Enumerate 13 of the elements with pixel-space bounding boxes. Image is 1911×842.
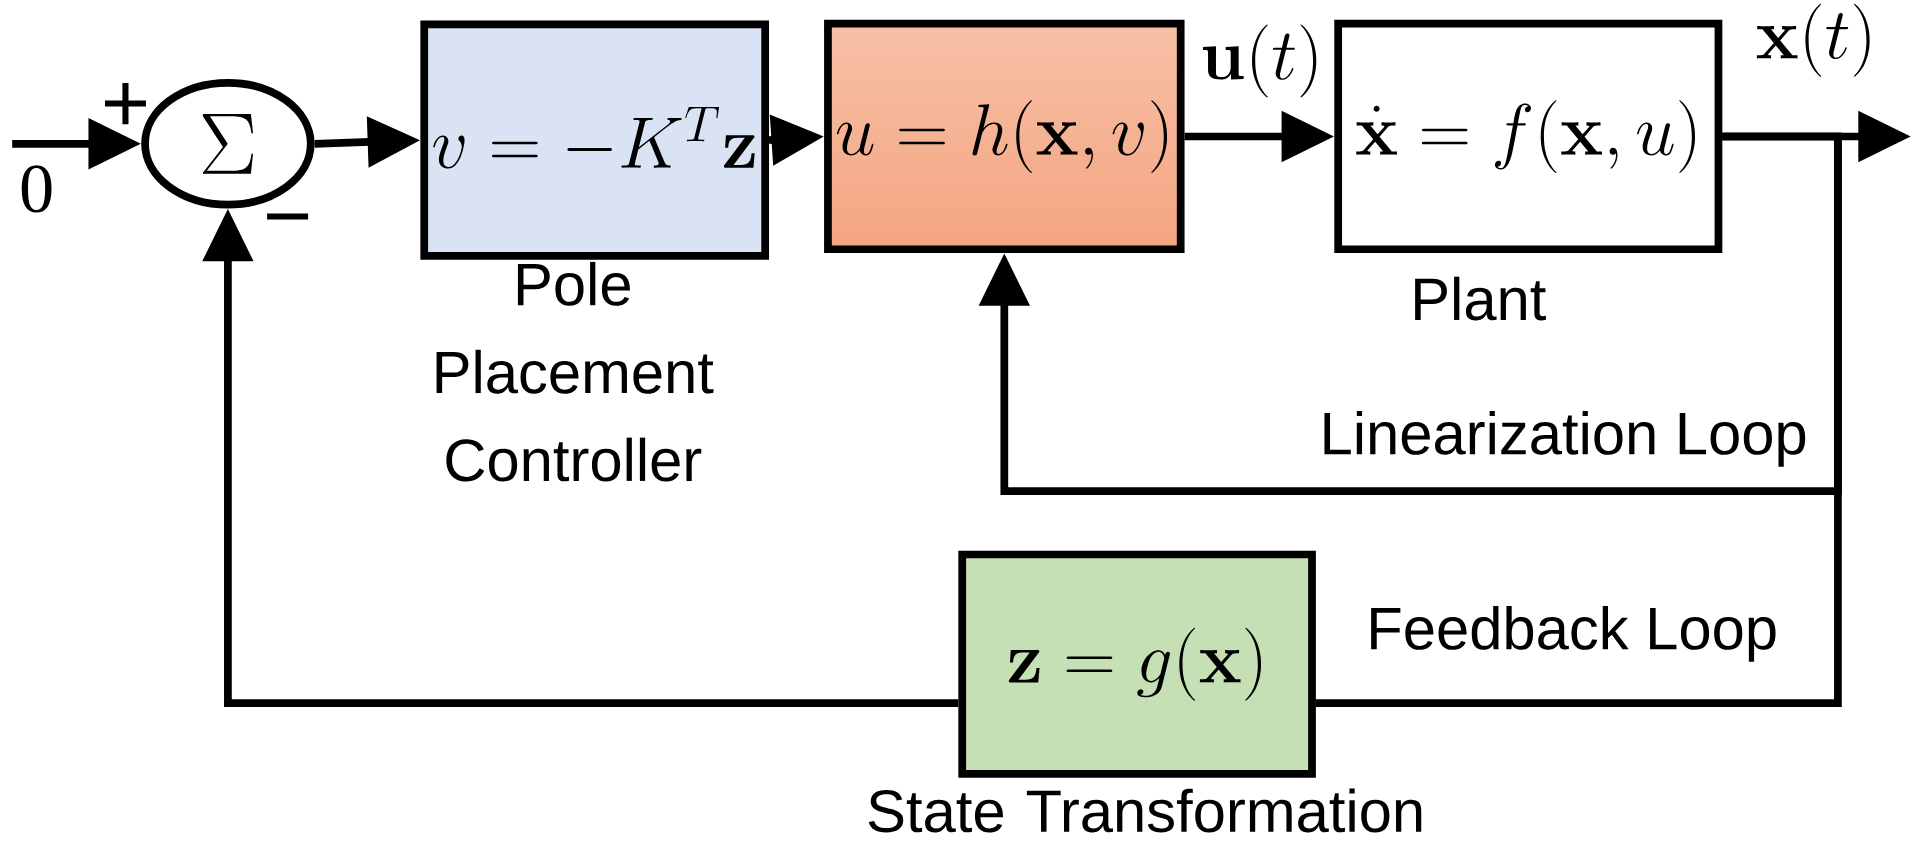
block-caption: Pole Placement Controller <box>436 261 714 482</box>
plant-box: $\dot{\mathbf{x}}=f(\mathbf{x},u)$ <box>1334 19 1723 253</box>
edge-label: Linearization Loop <box>1324 410 1806 467</box>
edge-label: Feedback Loop <box>1371 605 1776 662</box>
block-caption: Plant <box>1415 276 1546 321</box>
sign-label: − <box>267 213 309 220</box>
edge-label: $\mathbf{x}(t)$ <box>1756 3 1870 77</box>
block-caption: State Transformation <box>868 788 1422 833</box>
edge-label: 0 <box>21 165 52 213</box>
linearization-box: $u=h(\mathbf{x},v)$ <box>824 19 1185 253</box>
controller-box: $v=-K^{T}\mathbf{z}$ <box>420 20 770 260</box>
edge-label: $\mathbf{u}(t)$ <box>1203 24 1317 98</box>
transformation-box: $\mathbf{z}=g(\mathbf{x})$ <box>958 550 1316 778</box>
